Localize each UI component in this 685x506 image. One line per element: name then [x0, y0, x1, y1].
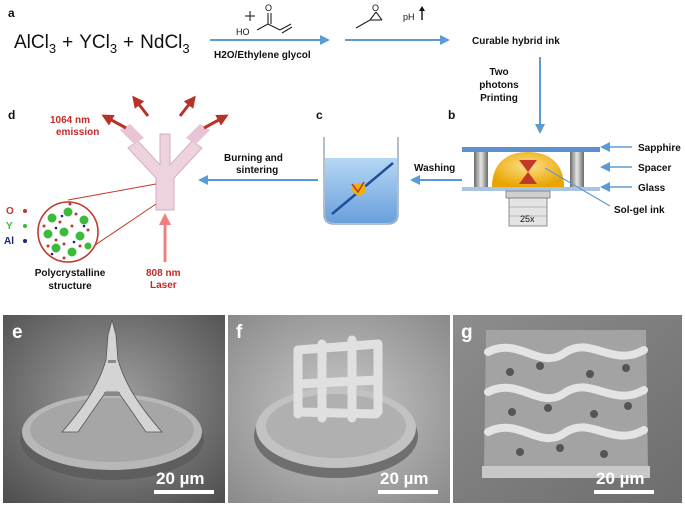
legend-o-dot [23, 209, 27, 213]
burning-line-1: Burning and [224, 153, 283, 164]
sem-image-g [453, 315, 682, 503]
printing-line-3: Printing [480, 93, 518, 104]
panel-label-b: b [448, 108, 455, 122]
eq-alcl3: AlCl [14, 32, 49, 53]
eq-plus-1: + [62, 32, 73, 53]
emission-line-1: 1064 nm [50, 115, 90, 126]
emission-arrow-3 [178, 95, 196, 117]
solgel-label: Sol-gel ink [614, 205, 665, 216]
legend-y-dot [23, 224, 27, 228]
reagent-o-2: O [372, 3, 379, 13]
legend-y-label: Y [6, 221, 13, 232]
objective-label: 25x [520, 214, 535, 224]
reagent-o-1: O [265, 3, 272, 13]
printing-setup [462, 147, 600, 227]
panel-label-d: d [8, 108, 15, 122]
printing-line-2: photons [479, 80, 519, 91]
glass-label: Glass [638, 183, 666, 194]
scale-bar-g [594, 490, 654, 494]
epoxide-structure [355, 11, 383, 29]
beaker [323, 137, 399, 225]
laser-line-2: Laser [150, 280, 177, 291]
panel-label-a: a [8, 6, 15, 20]
burning-line-2: sintering [236, 165, 278, 176]
sem-image-f [228, 315, 450, 503]
printing-line-1: Two [489, 67, 508, 78]
legend-al-dot [23, 239, 27, 243]
scale-bar-e [154, 490, 214, 494]
emission-arrow-2 [132, 95, 150, 117]
pointer-solgel [544, 167, 611, 207]
zoom-line-1 [67, 183, 157, 201]
panel-label-g: g [461, 322, 473, 343]
eq-sub-1: 3 [49, 41, 56, 56]
acrylic-acid-structure [245, 11, 293, 34]
panel-label-e: e [12, 322, 23, 343]
eq-sub-3: 3 [182, 41, 189, 56]
emission-arrow-4 [203, 114, 229, 130]
reagent-ph: pH [403, 12, 415, 22]
solvent-label: H2O/Ethylene glycol [214, 50, 311, 61]
laser-line-1: 808 nm [146, 268, 181, 279]
svg-text:AlCl3+YCl3+NdCl3: AlCl3+YCl3+NdCl3 [14, 32, 190, 56]
eq-ndcl3: NdCl [140, 32, 182, 53]
scale-label-g: 20 µm [596, 469, 645, 488]
emission-line-2: emission [56, 127, 99, 138]
ph-up-arrow-icon [419, 6, 425, 20]
sapphire-label: Sapphire [638, 143, 681, 154]
eq-sub-2: 3 [110, 41, 117, 56]
polycrystalline-line-2: structure [48, 281, 92, 292]
polycrystalline-line-1: Polycrystalline [35, 268, 106, 279]
legend-al-label: Al [4, 236, 14, 247]
panel-label-f: f [236, 322, 243, 343]
emission-arrow-1 [101, 114, 127, 130]
legend-o-label: O [6, 206, 14, 217]
eq-plus-2: + [123, 32, 134, 53]
scale-label-e: 20 µm [156, 469, 205, 488]
y-branch-structure [120, 124, 210, 211]
eq-ycl3: YCl [79, 32, 110, 53]
sem-image-e [3, 315, 225, 503]
scale-label-f: 20 µm [380, 469, 429, 488]
reagent-ho: HO [236, 27, 250, 37]
curable-ink-label: Curable hybrid ink [472, 36, 560, 47]
panel-label-c: c [316, 108, 323, 122]
polycrystalline-lattice [37, 201, 99, 263]
chemical-equation: AlCl3+YCl3+NdCl3 [14, 32, 190, 56]
spacer-label: Spacer [638, 163, 671, 174]
scale-bar-f [378, 490, 438, 494]
washing-label: Washing [414, 163, 455, 174]
